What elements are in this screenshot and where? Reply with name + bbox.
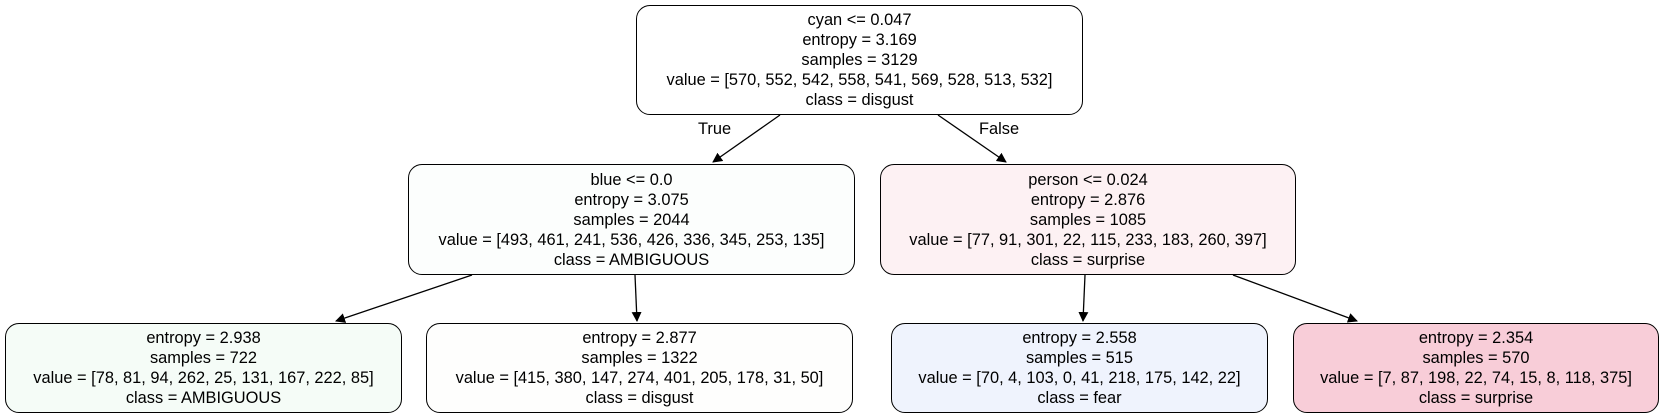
node-entropy: entropy = 2.558 — [1022, 329, 1137, 347]
node-split-rule: person <= 0.024 — [1028, 170, 1148, 189]
tree-leaf-3: entropy = 2.558 samples = 515 value = [7… — [891, 323, 1268, 413]
node-entropy: entropy = 2.354 — [1418, 329, 1534, 347]
edge-root-to-right — [937, 114, 1007, 163]
node-value: value = [570, 552, 542, 558, 541, 569, 5… — [666, 71, 1053, 89]
edge-left-to-leaf-2 — [631, 274, 642, 322]
tree-node-right: person <= 0.024 entropy = 2.876 samples … — [880, 164, 1296, 275]
edge-right-to-leaf-3 — [1078, 274, 1089, 322]
node-class: class = disgust — [585, 389, 694, 407]
edge-root-to-left — [712, 114, 781, 163]
node-value: value = [70, 4, 103, 0, 41, 218, 175, 14… — [918, 369, 1241, 387]
node-entropy: entropy = 3.075 — [574, 190, 689, 209]
edge-left-to-leaf-1 — [335, 274, 473, 323]
node-value: value = [493, 461, 241, 536, 426, 336, 3… — [438, 230, 825, 249]
node-entropy: entropy = 3.169 — [802, 31, 917, 49]
node-value: value = [77, 91, 301, 22, 115, 233, 183,… — [909, 230, 1267, 249]
node-value: value = [415, 380, 147, 274, 401, 205, 1… — [455, 369, 824, 387]
node-split-rule: cyan <= 0.047 — [807, 11, 912, 29]
node-entropy: entropy = 2.938 — [146, 329, 261, 347]
node-entropy: entropy = 2.876 — [1030, 190, 1146, 209]
node-class: class = surprise — [1030, 250, 1146, 269]
tree-node-left: blue <= 0.0 entropy = 3.075 samples = 20… — [408, 164, 855, 275]
node-samples: samples = 1085 — [1029, 210, 1147, 229]
node-value: value = [7, 87, 198, 22, 74, 15, 8, 118,… — [1320, 369, 1632, 387]
node-class: class = AMBIGUOUS — [125, 389, 282, 407]
node-samples: samples = 3129 — [801, 51, 918, 69]
tree-leaf-4: entropy = 2.354 samples = 570 value = [7… — [1293, 323, 1659, 413]
edge-right-to-leaf-4 — [1232, 274, 1358, 323]
tree-leaf-2: entropy = 2.877 samples = 1322 value = [… — [426, 323, 853, 413]
node-value: value = [78, 81, 94, 262, 25, 131, 167, … — [33, 369, 374, 387]
edge-label-false: False — [979, 120, 1020, 138]
node-samples: samples = 722 — [149, 349, 258, 367]
tree-node-root: cyan <= 0.047 entropy = 3.169 samples = … — [636, 5, 1083, 115]
node-class: class = surprise — [1418, 389, 1534, 407]
node-entropy: entropy = 2.877 — [582, 329, 697, 347]
edge-label-true: True — [698, 120, 732, 138]
node-samples: samples = 2044 — [573, 210, 690, 229]
node-split-rule: blue <= 0.0 — [590, 170, 673, 189]
node-samples: samples = 515 — [1025, 349, 1134, 367]
node-class: class = fear — [1037, 389, 1122, 407]
tree-leaf-1: entropy = 2.938 samples = 722 value = [7… — [5, 323, 402, 413]
node-samples: samples = 1322 — [581, 349, 698, 367]
node-class: class = disgust — [805, 91, 914, 109]
node-samples: samples = 570 — [1422, 349, 1530, 367]
node-class: class = AMBIGUOUS — [553, 250, 710, 269]
